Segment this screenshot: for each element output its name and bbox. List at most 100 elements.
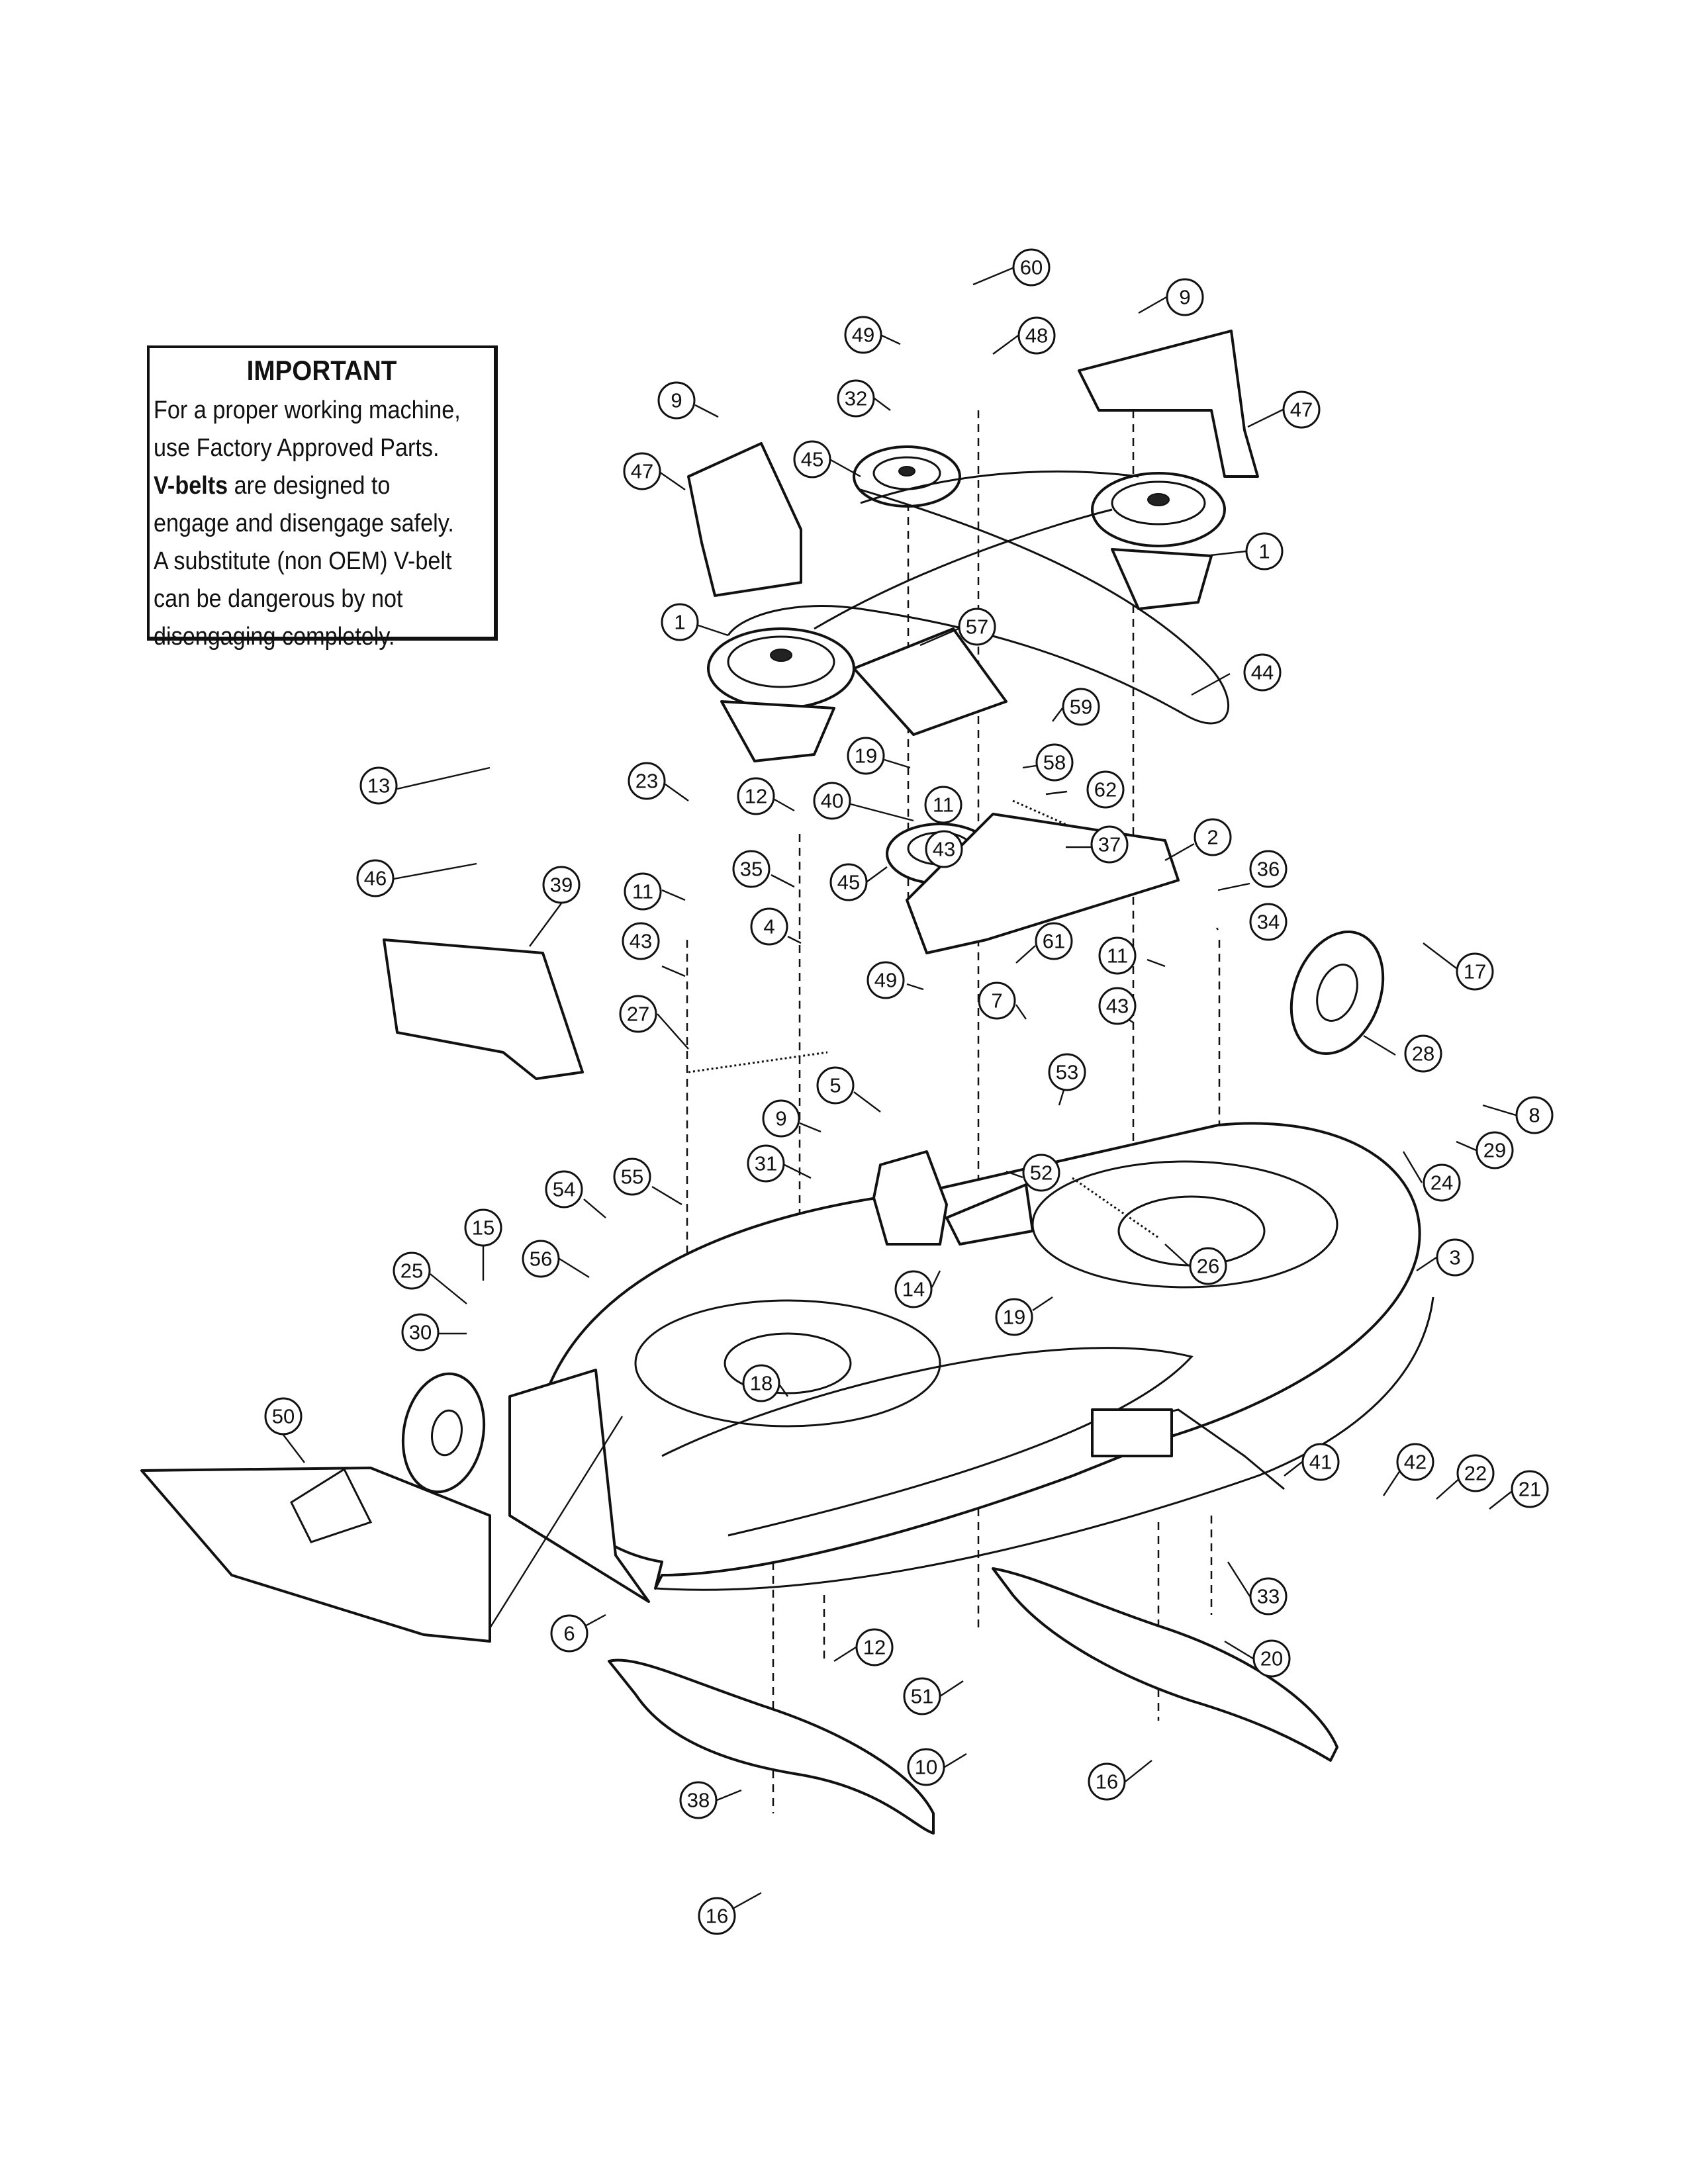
svg-text:45: 45 bbox=[837, 871, 860, 894]
callout-1: 1 bbox=[661, 603, 699, 641]
svg-text:17: 17 bbox=[1464, 960, 1486, 983]
callout-9: 9 bbox=[1166, 278, 1204, 316]
callout-18: 18 bbox=[742, 1364, 780, 1402]
svg-text:25: 25 bbox=[400, 1259, 423, 1283]
svg-text:35: 35 bbox=[740, 858, 763, 881]
callout-25: 25 bbox=[393, 1251, 431, 1290]
idler-bracket bbox=[853, 627, 1180, 954]
callout-45: 45 bbox=[793, 440, 831, 478]
svg-text:21: 21 bbox=[1519, 1478, 1541, 1501]
notice-line-rest: are designed to bbox=[228, 472, 391, 500]
svg-text:58: 58 bbox=[1043, 751, 1066, 774]
callout-43: 43 bbox=[1098, 987, 1137, 1025]
svg-text:11: 11 bbox=[933, 794, 954, 817]
engagement-bracket bbox=[872, 1150, 1034, 1246]
notice-line: For a proper working machine, bbox=[154, 396, 461, 424]
svg-text:9: 9 bbox=[775, 1107, 786, 1130]
callout-50: 50 bbox=[264, 1397, 303, 1435]
svg-text:50: 50 bbox=[272, 1405, 295, 1428]
callout-45: 45 bbox=[829, 863, 868, 901]
callout-51: 51 bbox=[903, 1677, 941, 1715]
callout-47: 47 bbox=[623, 452, 661, 490]
svg-text:47: 47 bbox=[1290, 398, 1313, 422]
svg-text:45: 45 bbox=[801, 448, 823, 471]
important-notice-box: IMPORTANT For a proper working machine, … bbox=[147, 345, 498, 651]
callout-8: 8 bbox=[1515, 1096, 1554, 1134]
v-belt bbox=[727, 470, 1229, 725]
svg-text:5: 5 bbox=[829, 1074, 841, 1097]
callout-32: 32 bbox=[837, 379, 875, 418]
callout-11: 11 bbox=[624, 872, 662, 911]
callout-59: 59 bbox=[1062, 688, 1100, 726]
svg-text:42: 42 bbox=[1404, 1451, 1427, 1474]
svg-text:62: 62 bbox=[1094, 778, 1117, 801]
svg-text:7: 7 bbox=[991, 989, 1002, 1013]
callout-29: 29 bbox=[1476, 1131, 1514, 1169]
notice-line: disengaging completely. bbox=[154, 623, 395, 651]
callout-49: 49 bbox=[844, 316, 882, 354]
svg-text:3: 3 bbox=[1449, 1246, 1460, 1269]
callout-38: 38 bbox=[679, 1781, 718, 1819]
callout-10: 10 bbox=[907, 1748, 945, 1786]
callout-6: 6 bbox=[550, 1614, 588, 1653]
svg-text:54: 54 bbox=[553, 1178, 575, 1201]
svg-text:16: 16 bbox=[706, 1905, 728, 1928]
svg-text:4: 4 bbox=[763, 915, 774, 938]
callout-27: 27 bbox=[619, 995, 657, 1033]
svg-text:14: 14 bbox=[902, 1278, 925, 1301]
blade-right bbox=[992, 1567, 1338, 1762]
svg-text:20: 20 bbox=[1260, 1647, 1283, 1670]
deck-housing bbox=[489, 1122, 1434, 1629]
discharge-chute bbox=[140, 1467, 491, 1643]
callout-19: 19 bbox=[995, 1298, 1033, 1336]
svg-text:11: 11 bbox=[1107, 944, 1128, 968]
callout-12: 12 bbox=[737, 777, 775, 815]
gauge-wheel-right bbox=[1289, 931, 1385, 1055]
callout-4: 4 bbox=[750, 907, 788, 946]
callout-43: 43 bbox=[925, 830, 963, 868]
callout-28: 28 bbox=[1404, 1034, 1442, 1073]
callout-11: 11 bbox=[924, 786, 962, 824]
svg-text:9: 9 bbox=[1179, 286, 1190, 309]
callout-13: 13 bbox=[359, 766, 398, 805]
callout-26: 26 bbox=[1189, 1247, 1227, 1285]
callout-56: 56 bbox=[522, 1240, 560, 1278]
svg-text:40: 40 bbox=[821, 790, 843, 813]
callout-2: 2 bbox=[1194, 818, 1232, 856]
svg-text:49: 49 bbox=[852, 324, 874, 347]
notice-line: A substitute (non OEM) V-belt bbox=[154, 547, 452, 575]
belt-cover-left bbox=[687, 442, 802, 597]
callout-41: 41 bbox=[1301, 1443, 1340, 1481]
callout-62: 62 bbox=[1086, 770, 1125, 809]
callout-1: 1 bbox=[1245, 532, 1284, 570]
callout-3: 3 bbox=[1436, 1238, 1474, 1277]
callout-23: 23 bbox=[628, 762, 666, 800]
svg-text:39: 39 bbox=[550, 874, 573, 897]
callout-60: 60 bbox=[1012, 248, 1051, 287]
spring-62 bbox=[1012, 799, 1073, 829]
blade-left bbox=[608, 1659, 935, 1835]
callout-34: 34 bbox=[1249, 903, 1288, 941]
svg-text:51: 51 bbox=[911, 1685, 933, 1708]
svg-text:29: 29 bbox=[1483, 1139, 1506, 1162]
callout-55: 55 bbox=[613, 1158, 651, 1196]
idler-pulley-top bbox=[853, 445, 961, 508]
svg-text:60: 60 bbox=[1020, 256, 1043, 279]
svg-text:49: 49 bbox=[874, 969, 897, 992]
svg-text:55: 55 bbox=[621, 1165, 643, 1189]
svg-text:33: 33 bbox=[1257, 1585, 1280, 1608]
svg-text:53: 53 bbox=[1056, 1061, 1078, 1084]
callout-44: 44 bbox=[1243, 653, 1282, 692]
svg-text:47: 47 bbox=[631, 460, 653, 483]
callout-58: 58 bbox=[1035, 743, 1074, 782]
callout-37: 37 bbox=[1090, 825, 1129, 864]
svg-text:12: 12 bbox=[863, 1636, 886, 1659]
svg-text:48: 48 bbox=[1025, 324, 1048, 347]
notice-line: can be dangerous by not bbox=[154, 585, 403, 613]
svg-text:24: 24 bbox=[1430, 1171, 1453, 1195]
callout-57: 57 bbox=[958, 608, 996, 646]
notice-line: use Factory Approved Parts. bbox=[154, 434, 440, 462]
callout-5: 5 bbox=[816, 1066, 855, 1105]
svg-text:26: 26 bbox=[1197, 1255, 1219, 1278]
